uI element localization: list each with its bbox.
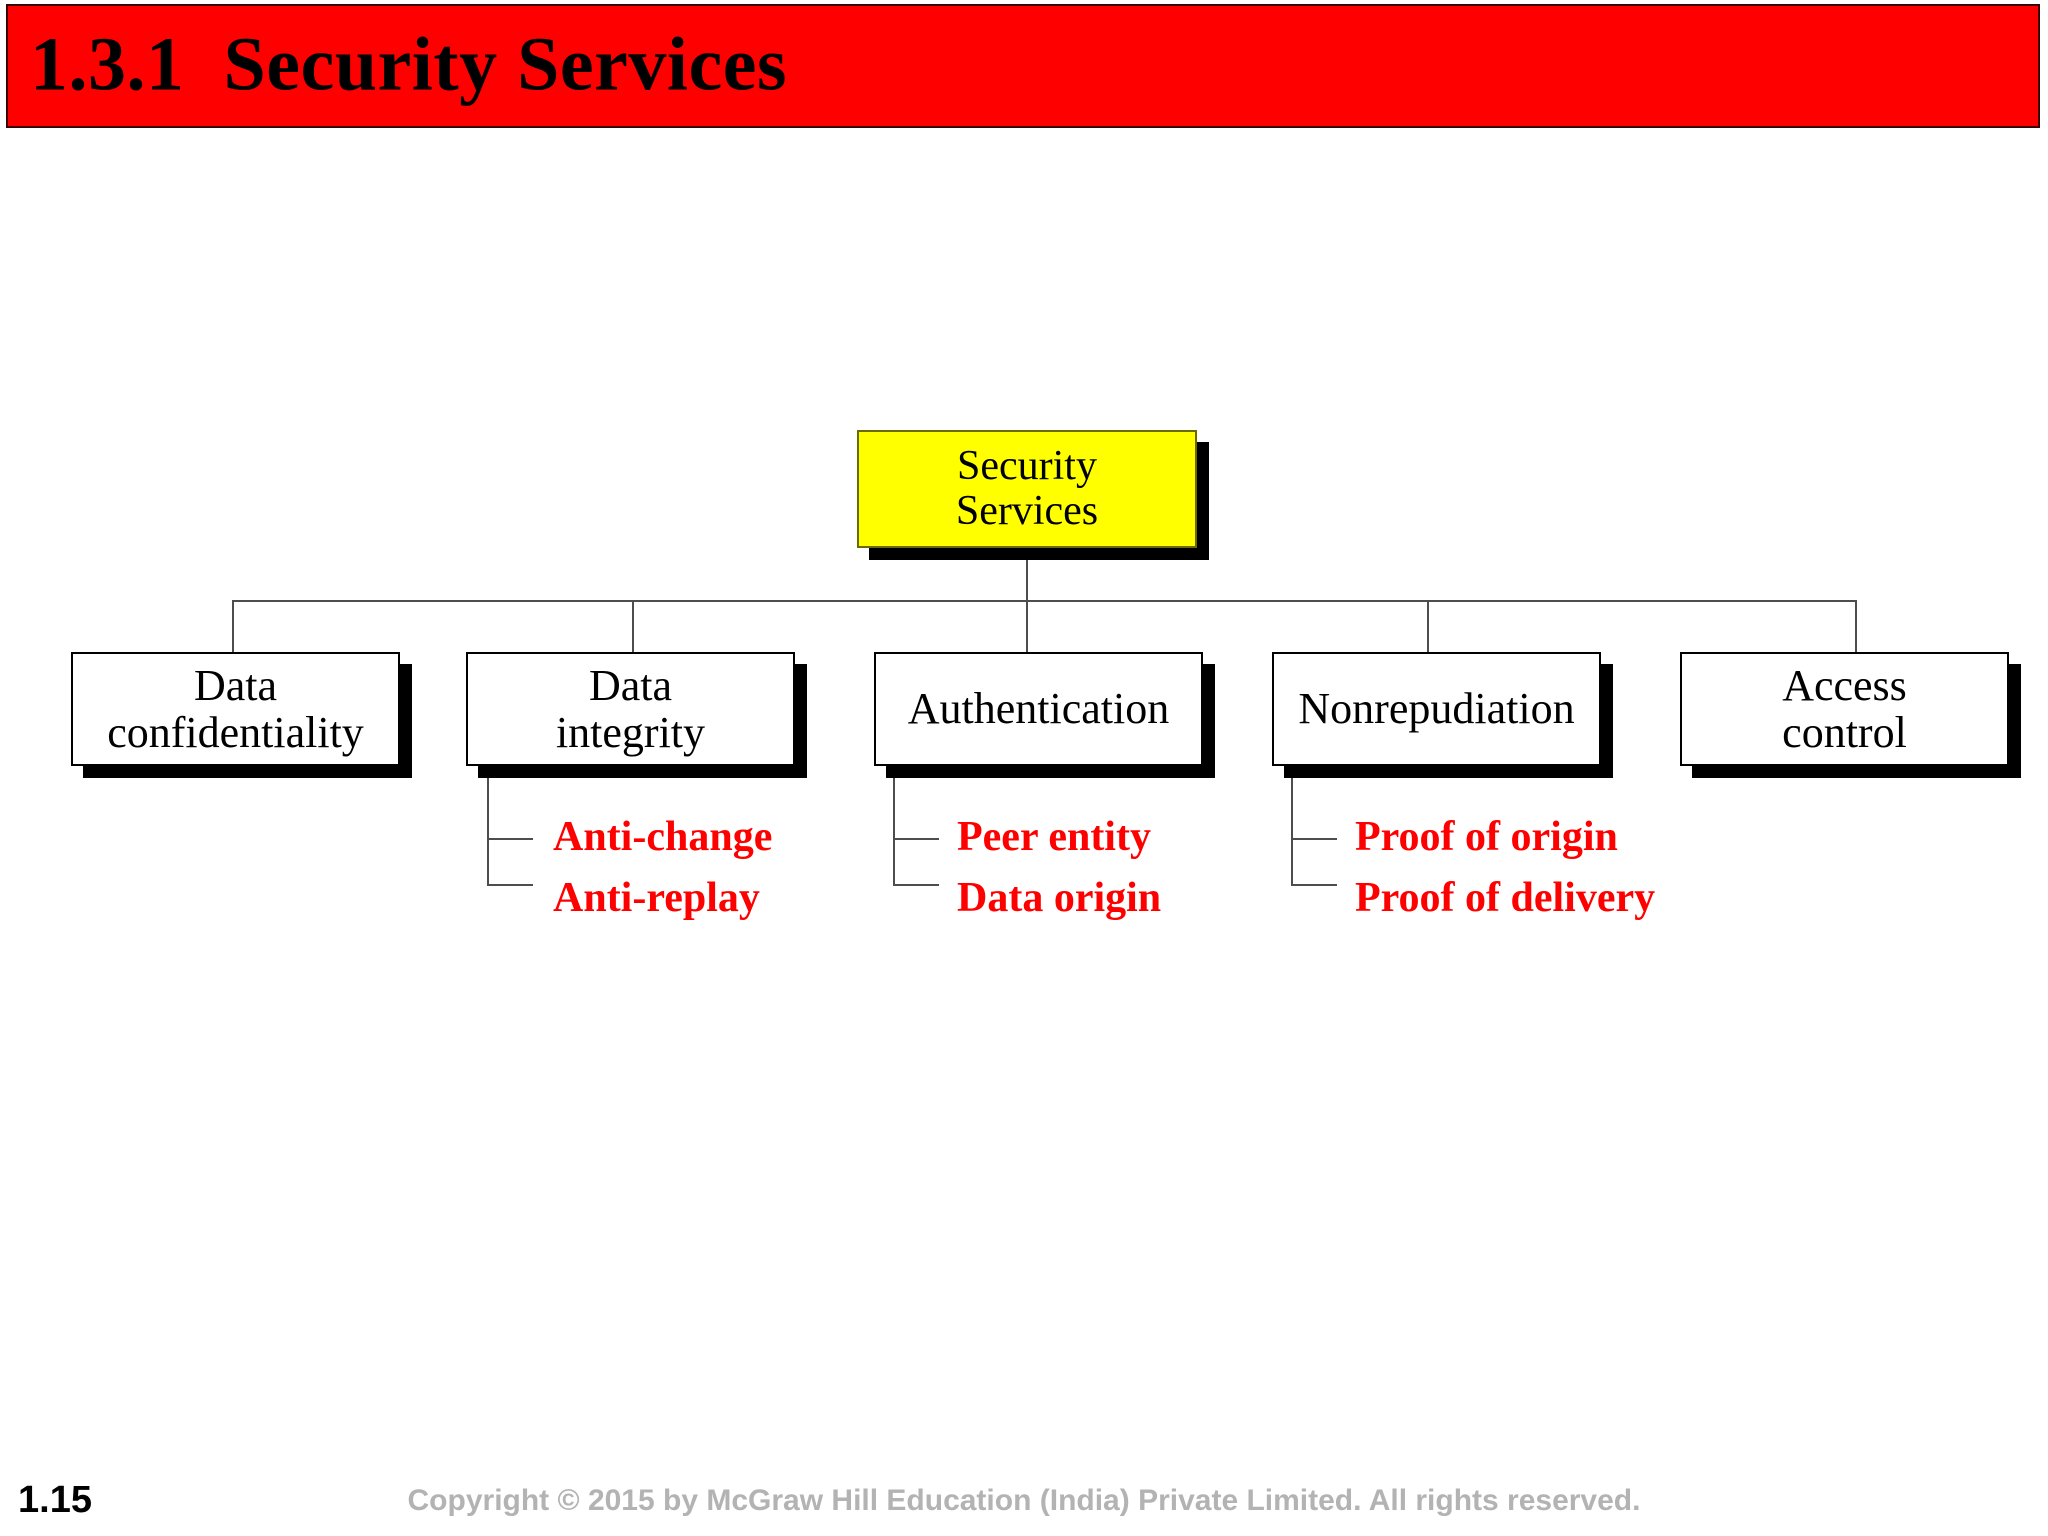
subitem-anti-replay[interactable]: Anti-replay [553,875,760,921]
node-label: Data confidentiality [107,660,364,757]
connector-horizontal-bus [232,600,1855,602]
connector-drop-4 [1427,600,1429,654]
copyright-notice: Copyright © 2015 by McGraw Hill Educatio… [407,1484,1641,1517]
node-authentication[interactable]: Authentication [874,652,1203,766]
bracket-2-stub-1 [487,838,533,840]
node-label: Authentication [907,684,1170,734]
node-security-services[interactable]: Security Services [857,430,1197,548]
node-data-integrity[interactable]: Data integrity [466,652,795,766]
subitem-anti-change[interactable]: Anti-change [553,814,773,860]
subitem-proof-of-delivery[interactable]: Proof of delivery [1355,875,1656,921]
node-nonrepudiation[interactable]: Nonrepudiation [1272,652,1601,766]
connector-drop-2 [632,600,634,654]
node-data-confidentiality[interactable]: Data confidentiality [71,652,400,766]
subitem-peer-entity[interactable]: Peer entity [957,814,1151,860]
subitem-proof-of-origin[interactable]: Proof of origin [1355,814,1618,860]
node-label: Data integrity [555,660,706,757]
node-access-control[interactable]: Access control [1680,652,2009,766]
page-number: 1.15 [18,1479,92,1521]
node-label: Nonrepudiation [1298,684,1575,734]
bracket-2-stub-2 [487,884,533,886]
bracket-3-spine [893,778,895,886]
title-banner: 1.3.1 Security Services [6,4,2040,128]
node-label: Access control [1782,660,1907,757]
bracket-4-stub-2 [1291,884,1337,886]
page-title: 1.3.1 Security Services [30,22,788,107]
bracket-4-spine [1291,778,1293,886]
connector-drop-5 [1855,600,1857,654]
bracket-3-stub-1 [893,838,939,840]
bracket-4-stub-1 [1291,838,1337,840]
bracket-2-spine [487,778,489,886]
connector-drop-1 [232,600,234,654]
connector-root-trunk [1026,548,1028,602]
connector-drop-3 [1026,600,1028,654]
node-label: Security Services [955,443,1099,534]
bracket-3-stub-2 [893,884,939,886]
subitem-data-origin[interactable]: Data origin [957,875,1162,921]
